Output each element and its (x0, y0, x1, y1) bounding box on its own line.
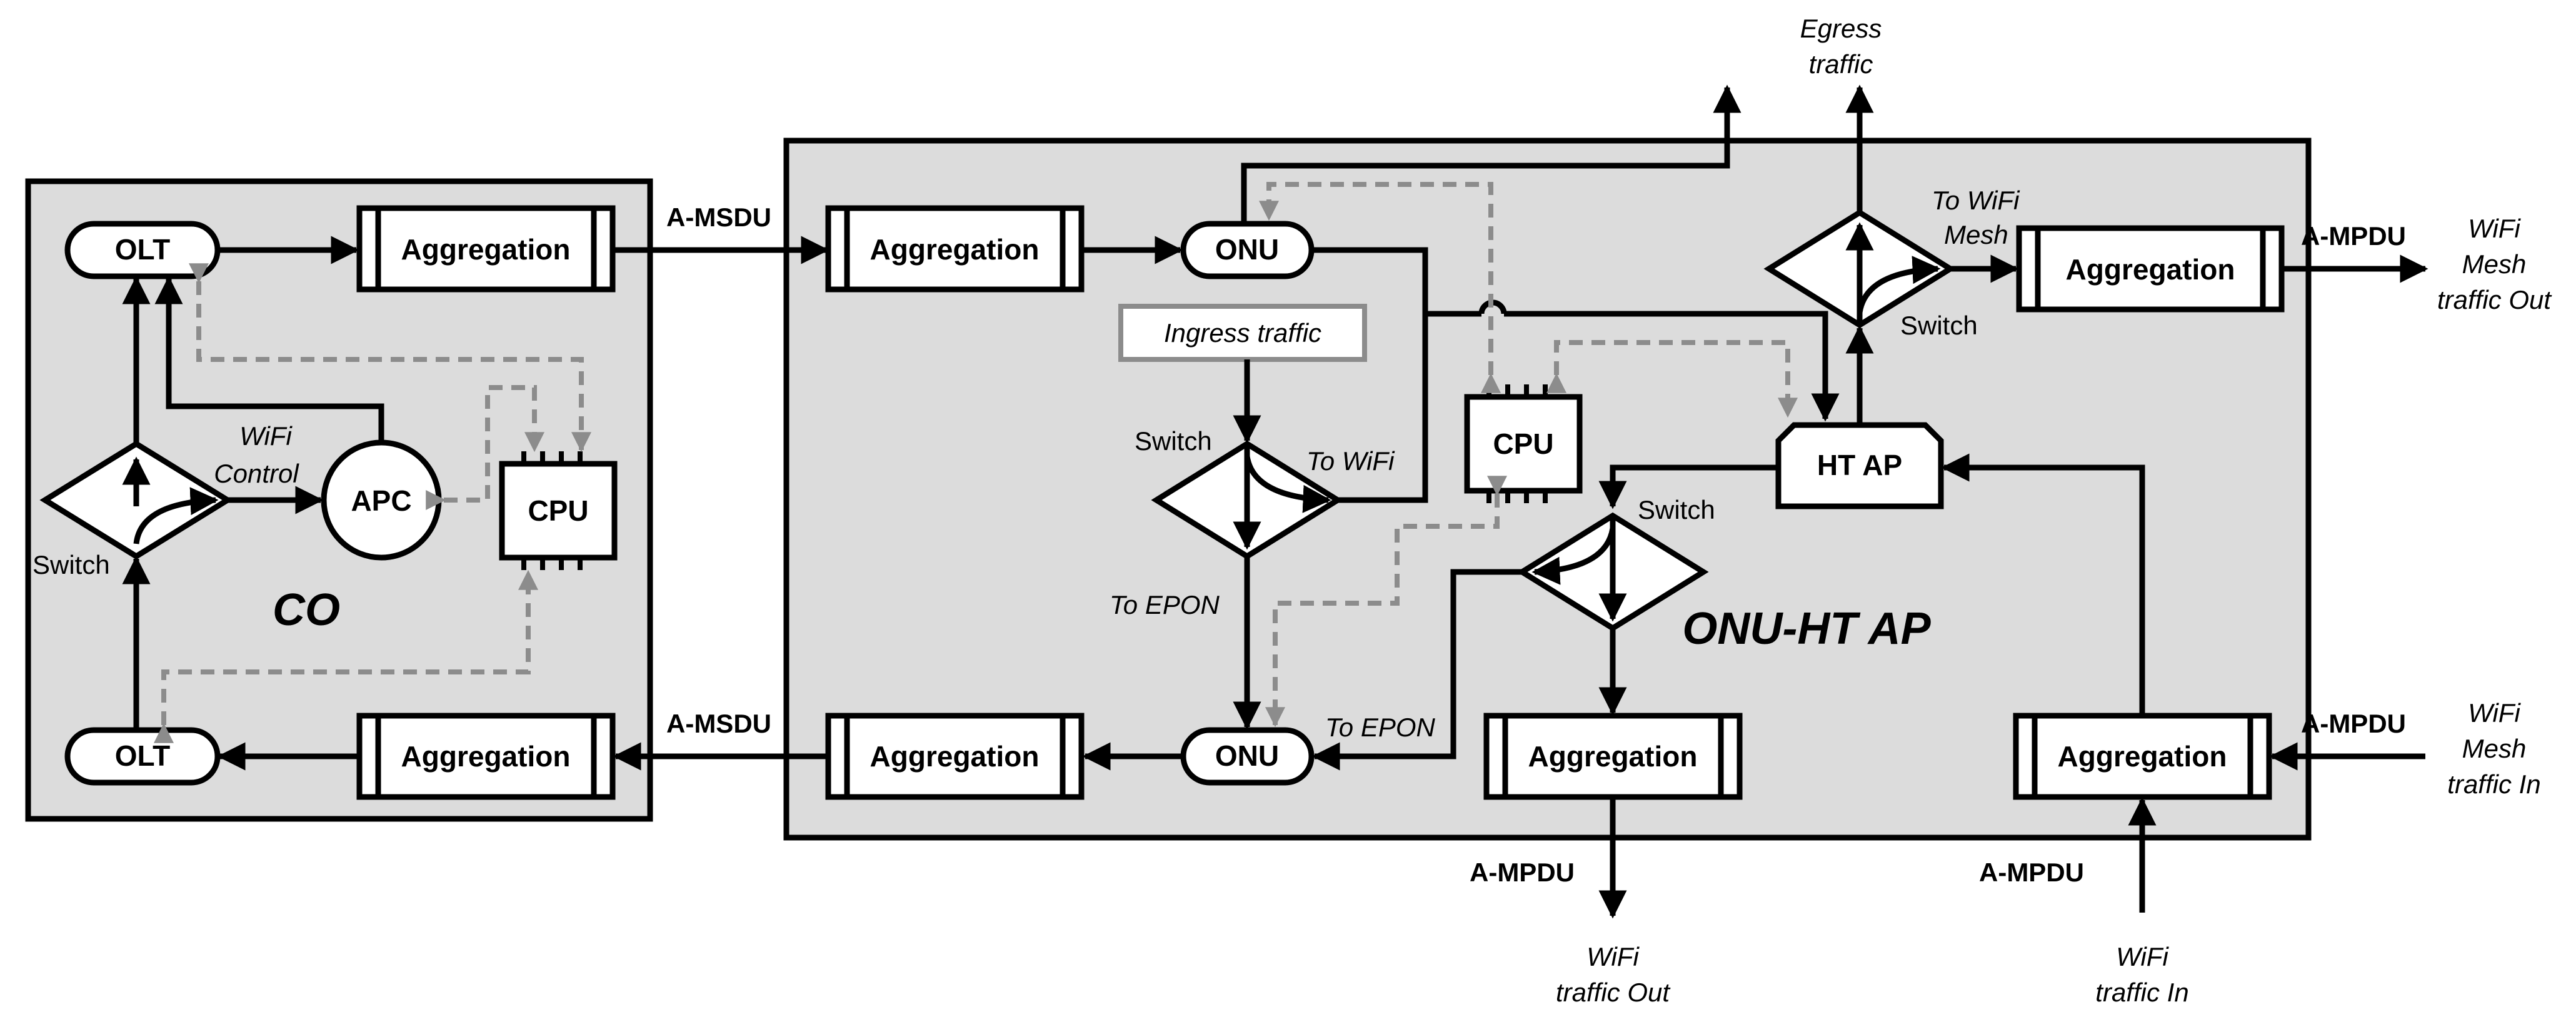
svg-text:A-MSDU: A-MSDU (666, 203, 771, 232)
svg-text:Aggregation: Aggregation (2058, 740, 2227, 773)
svg-text:A-MPDU: A-MPDU (1470, 858, 1575, 887)
svg-text:Switch: Switch (1638, 495, 1715, 524)
svg-text:WiFi: WiFi (2116, 942, 2169, 971)
onu-aggregation-top-right: Aggregation (2016, 225, 2285, 313)
svg-text:WiFi: WiFi (239, 421, 293, 451)
co-cpu: CPU (502, 451, 614, 570)
svg-text:Aggregation: Aggregation (2066, 253, 2235, 286)
svg-text:WiFi: WiFi (2468, 214, 2521, 243)
svg-text:traffic In: traffic In (2447, 769, 2540, 799)
svg-text:ONU-HT AP: ONU-HT AP (1682, 604, 1931, 654)
svg-text:ONU: ONU (1215, 739, 1279, 772)
svg-text:Mesh: Mesh (2462, 249, 2527, 279)
svg-text:traffic: traffic (1809, 49, 1873, 79)
svg-text:WiFi: WiFi (1586, 942, 1640, 971)
svg-text:ONU: ONU (1215, 233, 1279, 266)
svg-text:To WiFi: To WiFi (1306, 446, 1395, 476)
svg-text:traffic Out: traffic Out (1556, 978, 1671, 1007)
svg-text:CPU: CPU (528, 494, 588, 527)
svg-text:CO: CO (273, 585, 340, 635)
svg-text:A-MPDU: A-MPDU (2301, 709, 2406, 738)
co-aggregation-top: Aggregation (356, 205, 616, 293)
svg-text:Aggregation: Aggregation (401, 233, 571, 266)
svg-text:APC: APC (351, 484, 411, 517)
svg-text:Aggregation: Aggregation (870, 233, 1040, 266)
onu-top: ONU (1180, 221, 1315, 279)
svg-text:OLT: OLT (115, 233, 171, 266)
svg-text:Aggregation: Aggregation (1528, 740, 1698, 773)
onu-switch-center (1516, 512, 1709, 632)
olt-top: OLT (64, 221, 221, 279)
co-aggregation-bottom: Aggregation (356, 713, 616, 800)
svg-text:traffic Out: traffic Out (2437, 285, 2552, 314)
svg-text:To WiFi: To WiFi (1932, 186, 2020, 215)
svg-text:Aggregation: Aggregation (401, 740, 571, 773)
olt-bottom: OLT (64, 727, 221, 786)
svg-text:A-MPDU: A-MPDU (1979, 858, 2084, 887)
apc: APC (321, 439, 442, 561)
onu-bottom: ONU (1180, 727, 1315, 786)
svg-text:Control: Control (214, 459, 299, 488)
svg-text:Mesh: Mesh (2462, 734, 2527, 763)
svg-text:WiFi: WiFi (2468, 698, 2521, 728)
onu-aggregation-bottom-left: Aggregation (825, 713, 1085, 800)
svg-text:Switch: Switch (1135, 426, 1212, 456)
ingress-traffic-box: Ingress traffic (1118, 304, 1367, 362)
ht-ap: HT AP (1775, 422, 1944, 509)
svg-text:Switch: Switch (1900, 311, 1978, 340)
svg-text:Switch: Switch (33, 550, 110, 579)
onu-aggregation-bottom-center: Aggregation (1483, 713, 1743, 800)
svg-text:To EPON: To EPON (1110, 590, 1220, 619)
svg-text:Egress: Egress (1800, 14, 1882, 43)
svg-text:A-MPDU: A-MPDU (2301, 221, 2406, 251)
onu-cpu: CPU (1467, 384, 1580, 503)
svg-text:traffic In: traffic In (2095, 978, 2188, 1007)
svg-text:A-MSDU: A-MSDU (666, 709, 771, 738)
svg-text:Aggregation: Aggregation (870, 740, 1040, 773)
svg-text:Ingress traffic: Ingress traffic (1164, 318, 1321, 348)
onu-aggregation-bottom-right: Aggregation (2013, 713, 2272, 800)
onu-aggregation-top-left: Aggregation (825, 205, 1085, 293)
svg-text:OLT: OLT (115, 739, 171, 772)
svg-text:HT AP: HT AP (1817, 449, 1902, 481)
svg-text:Mesh: Mesh (1944, 220, 2008, 249)
svg-text:CPU: CPU (1493, 428, 1553, 460)
svg-text:To EPON: To EPON (1325, 713, 1436, 742)
